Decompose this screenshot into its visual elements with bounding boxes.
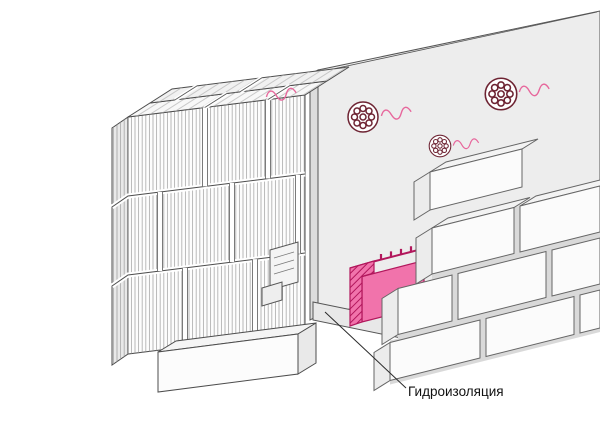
leader-line [324, 311, 407, 389]
insulation-anchor-icon [428, 134, 452, 158]
panel-top-edge [309, 11, 598, 75]
bracket-foot [261, 281, 283, 307]
panel-left-edge [309, 69, 319, 321]
block-vertical-joint-halo [157, 99, 301, 347]
floating-block-end [413, 171, 431, 221]
wall-tie-bracket [261, 241, 299, 307]
stack-top-row-front-ribs [128, 81, 327, 117]
masonry-block-face [457, 250, 547, 321]
profile-section-hatch [350, 261, 374, 326]
masonry-block-end [373, 341, 391, 392]
course-joint-line [111, 173, 306, 287]
waterproofing-label: Гидроизоляция [408, 384, 504, 399]
masonry-block-end [415, 227, 433, 285]
stack-left-end-grooves [112, 117, 128, 365]
bracket-slots [273, 251, 295, 275]
top-joint-lines [174, 77, 291, 108]
insulation-anchor-icon [484, 77, 518, 111]
bracket-plate [269, 241, 299, 291]
masonry-block-face [485, 295, 575, 358]
profile-teeth [379, 241, 432, 260]
masonry-block-face [519, 185, 600, 253]
masonry-blocks [373, 179, 600, 392]
insulation-anchor-icon [347, 101, 379, 133]
base-block [157, 322, 317, 393]
floating-block [413, 138, 539, 221]
base-block-face [157, 333, 299, 393]
masonry-block-face [551, 237, 600, 297]
masonry-wall [373, 179, 600, 392]
masonry-block-face [579, 289, 600, 334]
stack-front-grooves [128, 95, 305, 354]
callout: Гидроизоляция [324, 311, 504, 399]
masonry-block-end [381, 287, 399, 346]
block-vertical-joint-edges [157, 99, 301, 347]
